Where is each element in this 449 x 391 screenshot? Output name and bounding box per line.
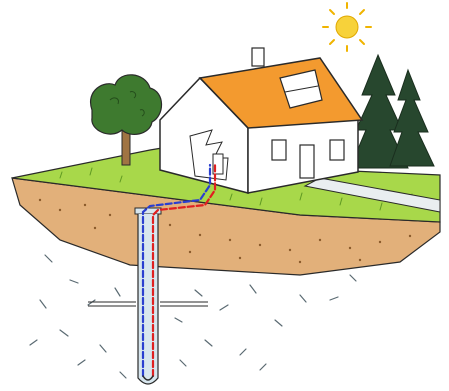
window-left [272,140,286,160]
front-door [300,145,314,178]
pine-trees [350,55,434,168]
borehole [135,208,161,384]
house [160,48,362,193]
chimney [252,48,264,66]
window-right [330,140,344,160]
sun-icon [323,3,371,51]
